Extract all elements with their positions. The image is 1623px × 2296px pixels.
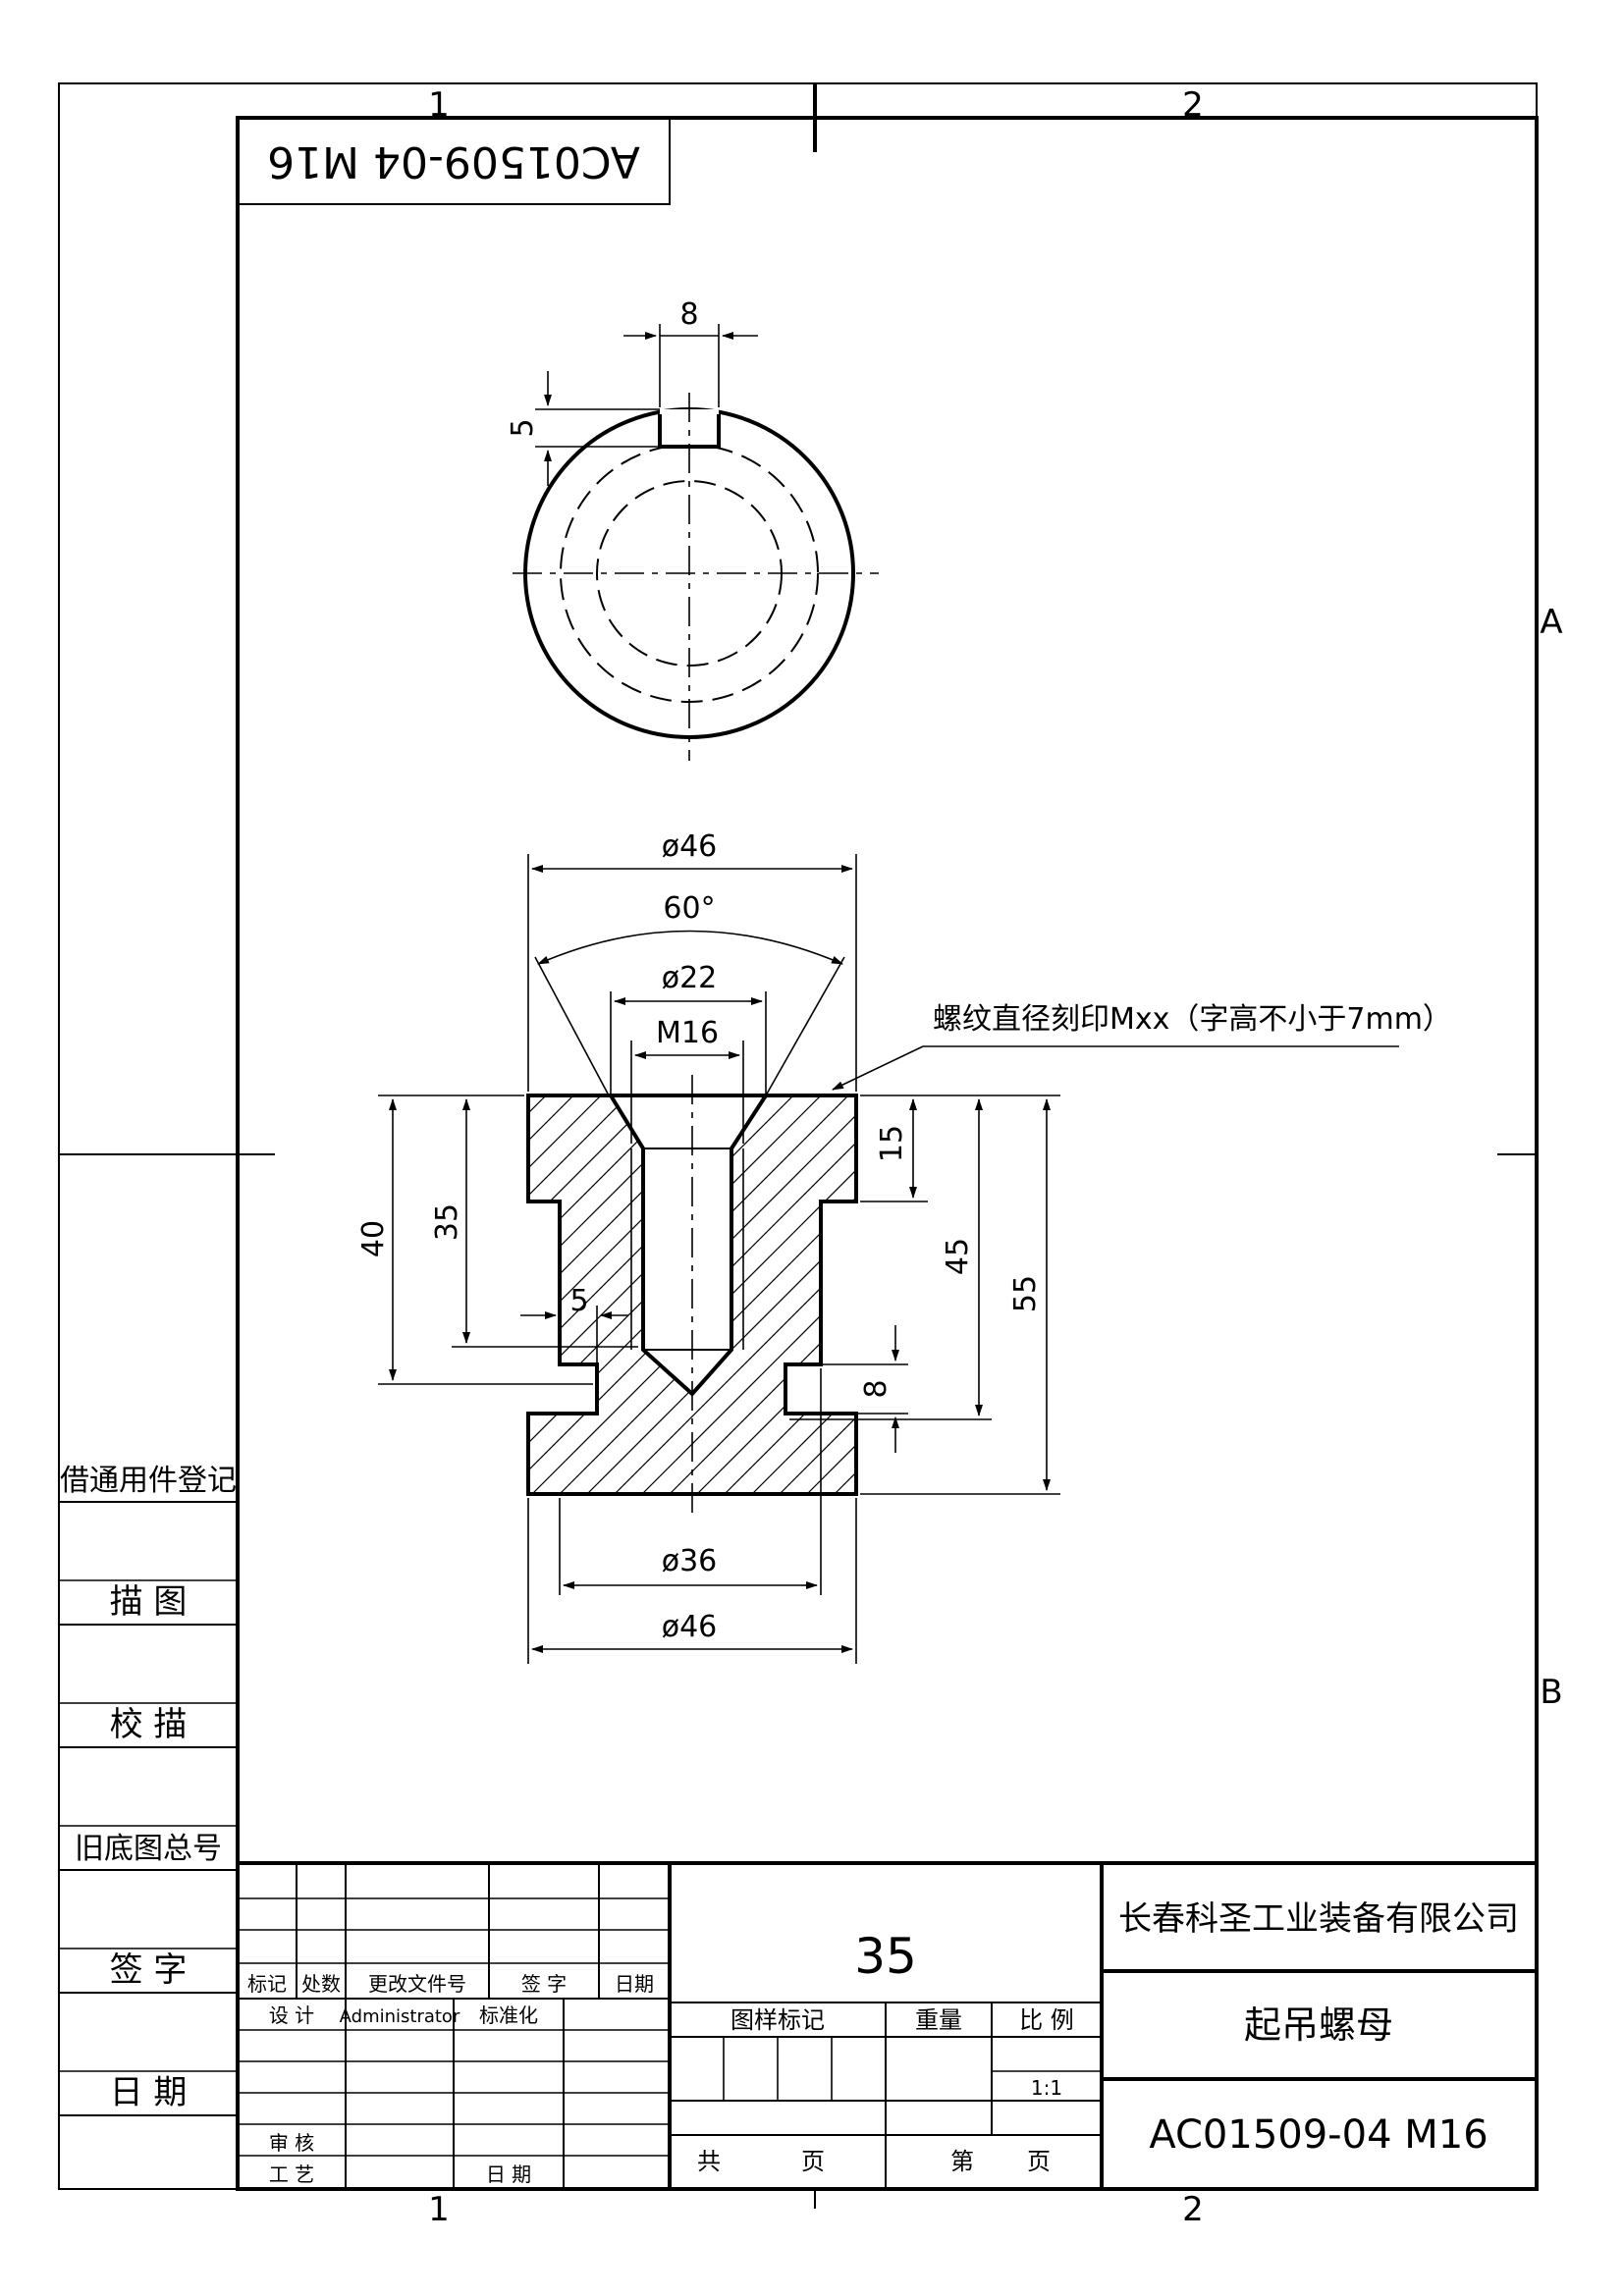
weight-label: 重量 bbox=[915, 2006, 962, 2034]
zone-row-b: B bbox=[1540, 1673, 1562, 1712]
side-old-no: 旧底图总号 bbox=[75, 1832, 222, 1866]
dim-slot-width: 8 bbox=[679, 297, 698, 332]
zone-col-1-bottom: 1 bbox=[428, 2190, 450, 2229]
company-name: 长春科圣工业装备有限公司 bbox=[1118, 1899, 1519, 1939]
seq-unit: 页 bbox=[1027, 2148, 1051, 2175]
pattern-mark: 图样标记 bbox=[730, 2006, 825, 2034]
hatch-line bbox=[528, 1095, 856, 1494]
hatch-line bbox=[757, 1095, 856, 1494]
date-label: 日 期 bbox=[486, 2163, 531, 2186]
dim-counterbore-dia: ø22 bbox=[662, 961, 718, 995]
dim-outer-dia-bottom: ø46 bbox=[662, 1610, 718, 1644]
dim-height-40: 40 bbox=[356, 1220, 391, 1257]
dim-height-15: 15 bbox=[875, 1125, 909, 1162]
review-label: 审 核 bbox=[269, 2131, 314, 2155]
dim-height-35: 35 bbox=[430, 1203, 464, 1241]
section-view: ø46 60° ø22 M16 螺纹直径刻印Mxx（字高不小于7mm） 40 bbox=[0, 829, 1452, 1664]
zone-col-2-bottom: 2 bbox=[1182, 2190, 1204, 2229]
side-date: 日 期 bbox=[110, 2073, 188, 2112]
process-label: 工 艺 bbox=[269, 2163, 314, 2186]
part-name: 起吊螺母 bbox=[1244, 2003, 1393, 2047]
material: 35 bbox=[854, 1928, 917, 1985]
seq-label: 第 bbox=[950, 2148, 974, 2175]
sheet-border bbox=[58, 82, 1538, 2190]
title-block: 标记 处数 更改文件号 签 字 日期 设 计 Administrator 标准化… bbox=[238, 1861, 1537, 2189]
dim-chamfer-angle: 60° bbox=[663, 891, 715, 926]
dim-thread: M16 bbox=[656, 1016, 719, 1050]
dim-height-55: 55 bbox=[1008, 1275, 1043, 1312]
stamp-text: AC01509-04 M16 bbox=[267, 136, 640, 187]
hatch-line bbox=[528, 1095, 856, 1494]
designer: Administrator bbox=[340, 2006, 460, 2027]
hatch-line bbox=[528, 1095, 856, 1494]
rev-count: 处数 bbox=[301, 1972, 341, 1996]
annotation-note: 螺纹直径刻印Mxx（字高不小于7mm） bbox=[933, 1002, 1452, 1037]
hatch-line bbox=[528, 1095, 856, 1494]
top-view: 8 5 bbox=[506, 297, 879, 761]
total-unit: 页 bbox=[801, 2148, 825, 2175]
scale-label: 比 例 bbox=[1019, 2006, 1074, 2034]
drawing-number: AC01509-04 M16 bbox=[1149, 2112, 1488, 2158]
hatch-line bbox=[528, 1095, 856, 1494]
side-reg: 借通用件登记 bbox=[60, 1464, 237, 1498]
hatch-line bbox=[702, 1095, 856, 1494]
hatch-line bbox=[0, 982, 55, 1571]
hatch-line bbox=[620, 1095, 856, 1494]
dim-groove-8: 8 bbox=[859, 1379, 893, 1398]
zone-col-1: 1 bbox=[428, 85, 450, 125]
dim-slot-depth: 5 bbox=[506, 418, 540, 437]
hatch-line bbox=[0, 982, 27, 1571]
side-check-trace: 校 描 bbox=[110, 1705, 188, 1744]
total-label: 共 bbox=[697, 2148, 721, 2175]
side-trace: 描 图 bbox=[110, 1582, 188, 1622]
design-label: 设 计 bbox=[269, 2003, 314, 2027]
zone-col-2: 2 bbox=[1182, 85, 1204, 125]
hatch-line bbox=[730, 1095, 856, 1494]
rev-doc: 更改文件号 bbox=[368, 1972, 466, 1996]
dim-height-45: 45 bbox=[941, 1238, 975, 1275]
dim-outer-dia-top: ø46 bbox=[662, 829, 718, 864]
dim-offset-5: 5 bbox=[569, 1284, 588, 1318]
hatch-line bbox=[647, 1095, 856, 1494]
scale-value: 1:1 bbox=[1031, 2076, 1062, 2100]
hatch-line bbox=[592, 1095, 856, 1494]
zone-row-a: A bbox=[1540, 603, 1562, 642]
rev-sign: 签 字 bbox=[521, 1972, 567, 1996]
rev-date: 日期 bbox=[615, 1972, 654, 1996]
hatch-line bbox=[675, 1095, 856, 1494]
dim-neck-dia: ø36 bbox=[662, 1544, 718, 1578]
side-panel: 借通用件登记 描 图 校 描 旧底图总号 签 字 日 期 bbox=[59, 1464, 238, 2116]
side-sign: 签 字 bbox=[110, 1950, 188, 1990]
hatch-line bbox=[528, 1095, 856, 1494]
hatch-line bbox=[528, 1095, 856, 1494]
stamp-box bbox=[237, 117, 671, 205]
hatch-line bbox=[565, 1095, 856, 1494]
rev-mark: 标记 bbox=[247, 1972, 287, 1996]
hatch-line bbox=[528, 1095, 856, 1494]
std-label: 标准化 bbox=[479, 2003, 538, 2027]
